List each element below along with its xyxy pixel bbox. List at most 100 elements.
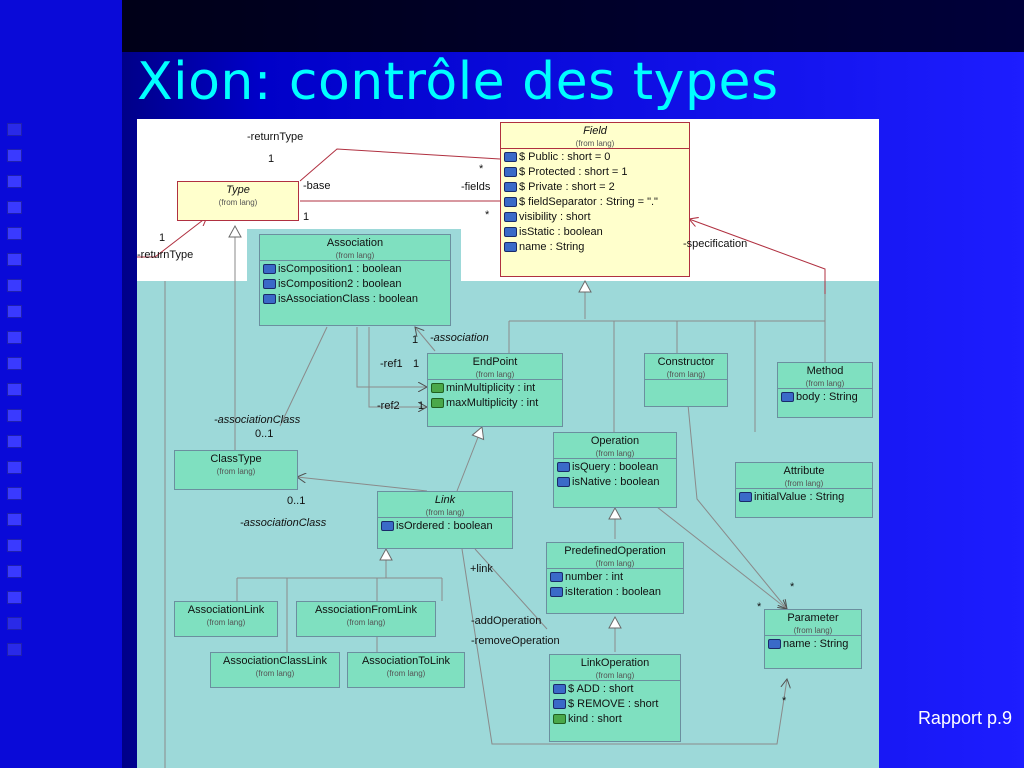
class-type[interactable]: Type (from lang) (177, 181, 299, 221)
label-star: * (479, 163, 484, 175)
label-mult: 1 (303, 211, 310, 223)
attribute-text: isComposition2 : boolean (278, 278, 402, 290)
label-mult: 1 (412, 334, 419, 346)
deco-square (8, 436, 21, 447)
deco-square (8, 514, 21, 525)
attribute-text: $ Private : short = 2 (519, 181, 615, 193)
from-lang: (from lang) (784, 479, 824, 488)
attribute-icon (263, 294, 276, 305)
attribute: isNative : boolean (557, 475, 673, 490)
line-specification (689, 219, 826, 294)
attribute-icon (550, 572, 563, 583)
class-name: Type (226, 184, 250, 196)
deco-square (8, 644, 21, 655)
static-attribute-icon (553, 684, 566, 695)
class-associationclasslink[interactable]: AssociationClassLink (from lang) (210, 652, 340, 688)
label-addoperation: -addOperation (471, 615, 542, 627)
attribute-text: $ Public : short = 0 (519, 151, 611, 163)
static-attribute-icon (504, 152, 517, 163)
class-name: LinkOperation (580, 657, 650, 669)
deco-square (8, 566, 21, 577)
label-mult: 1 (418, 400, 425, 412)
attribute: body : String (781, 390, 869, 405)
label-mult: 0..1 (255, 428, 274, 440)
class-associationlink[interactable]: AssociationLink (from lang) (174, 601, 278, 637)
static-attribute-icon (504, 197, 517, 208)
deco-square (8, 384, 21, 395)
class-name: Field (583, 125, 607, 137)
attribute: number : int (550, 570, 680, 585)
attribute-text: isNative : boolean (572, 476, 660, 488)
deco-square (8, 358, 21, 369)
label-mult: 1 (268, 153, 275, 165)
class-constructor[interactable]: Constructor (from lang) (644, 353, 728, 407)
attribute-text: isAssociationClass : boolean (278, 293, 419, 305)
attribute-text: isOrdered : boolean (396, 520, 493, 532)
from-lang: (from lang) (805, 379, 845, 388)
class-method[interactable]: Method (from lang) body : String (777, 362, 873, 418)
label-star: * (790, 581, 795, 593)
key-attribute-icon (431, 383, 444, 394)
line-constructor-parameter (686, 393, 787, 609)
class-name: Operation (590, 435, 640, 447)
label-specification: -specification (683, 238, 748, 250)
from-lang: (from lang) (793, 626, 833, 635)
from-lang: (from lang) (425, 508, 465, 517)
attribute-text: $ fieldSeparator : String = "." (519, 196, 658, 208)
footer-reference: Rapport p.9 (917, 708, 1012, 728)
class-attribute[interactable]: Attribute (from lang) initialValue : Str… (735, 462, 873, 518)
class-field[interactable]: Field (from lang) $ Public : short = 0 $… (500, 122, 690, 277)
deco-square (8, 176, 21, 187)
class-predefinedoperation[interactable]: PredefinedOperation (from lang) number :… (546, 542, 684, 614)
class-parameter[interactable]: Parameter (from lang) name : String (764, 609, 862, 669)
attribute-text: $ ADD : short (568, 683, 634, 695)
class-operation[interactable]: Operation (from lang) isQuery : boolean … (553, 432, 677, 508)
attribute-text: kind : short (568, 713, 622, 725)
attribute-text: visibility : short (519, 211, 591, 223)
from-lang: (from lang) (595, 449, 635, 458)
class-link[interactable]: Link (from lang) isOrdered : boolean (377, 491, 513, 549)
attribute: isQuery : boolean (557, 460, 673, 475)
line-association-classtype (279, 326, 328, 427)
attribute: $ Protected : short = 1 (504, 165, 686, 180)
attribute-text: $ REMOVE : short (568, 698, 659, 710)
attribute-icon (263, 279, 276, 290)
class-name: Parameter (787, 612, 839, 624)
attribute-text: initialValue : String (754, 491, 845, 503)
attribute-icon (381, 521, 394, 532)
uml-diagram: Type (from lang) Field (from lang) $ Pub… (137, 119, 879, 768)
attribute: $ ADD : short (553, 682, 677, 697)
generalization-link-endpoint (456, 426, 485, 492)
from-lang: (from lang) (575, 139, 615, 148)
slide-title: Xion: contrôle des types (137, 52, 779, 112)
deco-square (8, 306, 21, 317)
class-associationtolink[interactable]: AssociationToLink (from lang) (347, 652, 465, 688)
class-linkoperation[interactable]: LinkOperation (from lang) $ ADD : short … (549, 654, 681, 742)
attribute-text: isStatic : boolean (519, 226, 603, 238)
label-fields: -fields (461, 181, 491, 193)
class-classtype[interactable]: ClassType (from lang) (174, 450, 298, 490)
attribute-text: isComposition1 : boolean (278, 263, 402, 275)
label-star: * (782, 695, 787, 707)
class-name: Attribute (783, 465, 825, 477)
label-ref1: -ref1 (380, 358, 403, 370)
static-attribute-icon (504, 182, 517, 193)
attribute-text: number : int (565, 571, 624, 583)
label-star: * (485, 209, 490, 221)
top-band (122, 0, 1024, 52)
deco-square (8, 540, 21, 551)
class-name: AssociationToLink (361, 655, 451, 667)
deco-square (8, 228, 21, 239)
line-parameter-bottom (461, 548, 787, 745)
class-endpoint[interactable]: EndPoint (from lang) minMultiplicity : i… (427, 353, 563, 427)
attribute: $ REMOVE : short (553, 697, 677, 712)
attribute-icon (550, 587, 563, 598)
label-link: +link (470, 563, 493, 575)
class-association[interactable]: Association (from lang) isComposition1 :… (259, 234, 451, 326)
class-name: Link (434, 494, 456, 506)
from-lang: (from lang) (255, 669, 295, 678)
from-lang: (from lang) (595, 671, 635, 680)
class-associationfromlink[interactable]: AssociationFromLink (from lang) (296, 601, 436, 637)
class-name: AssociationClassLink (223, 655, 327, 667)
deco-square (8, 618, 21, 629)
